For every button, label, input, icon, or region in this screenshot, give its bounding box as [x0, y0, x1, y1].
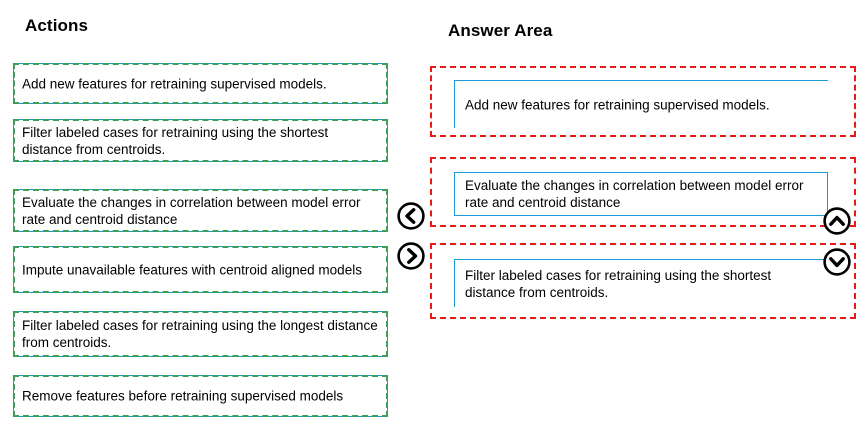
- chevron-left-circle-icon: [397, 202, 425, 230]
- answer-slot-1-item[interactable]: Add new features for retraining supervis…: [454, 80, 828, 128]
- action-option-label: Filter labeled cases for retraining usin…: [22, 318, 378, 350]
- move-down-button[interactable]: [822, 247, 852, 277]
- answer-slot-label: Evaluate the changes in correlation betw…: [465, 178, 804, 210]
- answer-slot-label: Add new features for retraining supervis…: [465, 97, 770, 112]
- answer-area-heading: Answer Area: [448, 21, 553, 40]
- action-option-5[interactable]: Filter labeled cases for retraining usin…: [13, 311, 388, 357]
- action-option-label: Impute unavailable features with centroi…: [22, 262, 362, 277]
- action-option-3[interactable]: Evaluate the changes in correlation betw…: [13, 189, 388, 232]
- action-option-6[interactable]: Remove features before retraining superv…: [13, 375, 388, 417]
- answer-slot-3[interactable]: Filter labeled cases for retraining usin…: [430, 243, 856, 319]
- action-option-1[interactable]: Add new features for retraining supervis…: [13, 63, 388, 104]
- chevron-right-circle-icon: [397, 242, 425, 270]
- move-up-button[interactable]: [822, 206, 852, 236]
- action-option-label: Filter labeled cases for retraining usin…: [22, 124, 329, 157]
- chevron-down-circle-icon: [823, 248, 851, 276]
- action-option-label: Add new features for retraining supervis…: [22, 76, 327, 91]
- actions-heading: Actions: [25, 16, 89, 35]
- answer-slot-2[interactable]: Evaluate the changes in correlation betw…: [430, 157, 856, 227]
- action-option-2[interactable]: Filter labeled cases for retraining usin…: [13, 119, 388, 162]
- move-right-button[interactable]: [396, 241, 426, 271]
- move-left-button[interactable]: [396, 201, 426, 231]
- answer-slot-1[interactable]: Add new features for retraining supervis…: [430, 66, 856, 137]
- action-option-4[interactable]: Impute unavailable features with centroi…: [13, 246, 388, 293]
- action-option-label: Evaluate the changes in correlation betw…: [22, 194, 361, 227]
- answer-slot-label: Filter labeled cases for retraining usin…: [465, 267, 772, 300]
- answer-slot-3-item[interactable]: Filter labeled cases for retraining usin…: [454, 259, 828, 307]
- chevron-up-circle-icon: [823, 207, 851, 235]
- answer-slot-2-item[interactable]: Evaluate the changes in correlation betw…: [454, 172, 828, 216]
- action-option-label: Remove features before retraining superv…: [22, 388, 344, 404]
